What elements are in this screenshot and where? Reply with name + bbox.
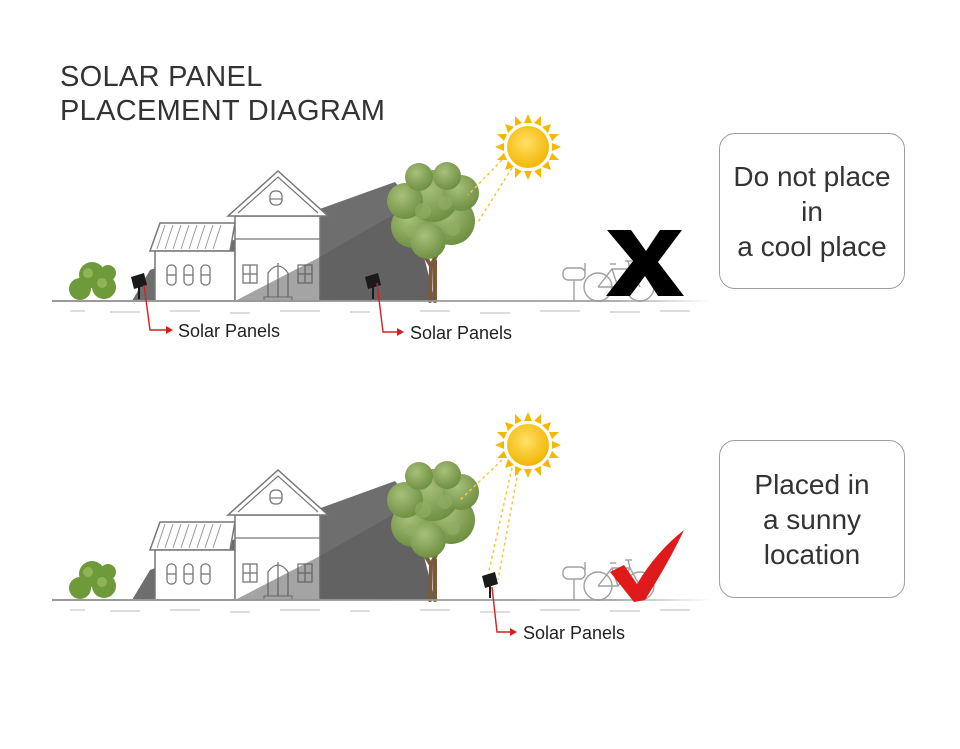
bush-illustration xyxy=(69,262,116,300)
sun-icon xyxy=(495,412,561,478)
leader-arrow xyxy=(397,328,404,336)
callout-line: in xyxy=(801,195,823,227)
solar-panel-label: Solar Panels xyxy=(178,321,281,341)
solar-panel-label: Solar Panels xyxy=(523,623,626,643)
callout-line: a cool place xyxy=(737,230,887,262)
recommendation-callout-box: Placed in a sunny location xyxy=(719,440,905,598)
sun-ray-lines xyxy=(467,159,513,223)
callout-line: Do not place xyxy=(733,160,891,192)
x-mark-icon xyxy=(606,230,684,296)
callout-line: Placed in xyxy=(754,468,870,500)
sun-ray-lines xyxy=(459,459,519,581)
solar-panel-icon xyxy=(481,571,499,599)
title-line: PLACEMENT DIAGRAM xyxy=(60,95,386,127)
ground-texture xyxy=(70,609,690,613)
scene-bottom xyxy=(52,412,712,636)
leader-arrow xyxy=(166,326,173,334)
callout-line: a sunny xyxy=(762,503,862,535)
solar-panel-label: Solar Panels xyxy=(410,323,513,343)
ground-line xyxy=(52,300,712,302)
leader-lines xyxy=(491,586,512,633)
checkmark-icon xyxy=(610,530,684,602)
leader-arrow xyxy=(510,628,517,636)
callout-line: location xyxy=(763,538,861,570)
title-line: SOLAR PANEL xyxy=(60,61,263,93)
ground-texture xyxy=(70,310,690,314)
sun-icon xyxy=(495,114,561,180)
scene-top xyxy=(52,114,712,336)
bush-illustration xyxy=(69,561,116,599)
warning-callout-box: Do not place in a cool place xyxy=(719,133,905,289)
leader-lines xyxy=(143,282,399,333)
page-title: SOLAR PANEL PLACEMENT DIAGRAM xyxy=(60,60,385,128)
ground-line xyxy=(52,599,712,601)
